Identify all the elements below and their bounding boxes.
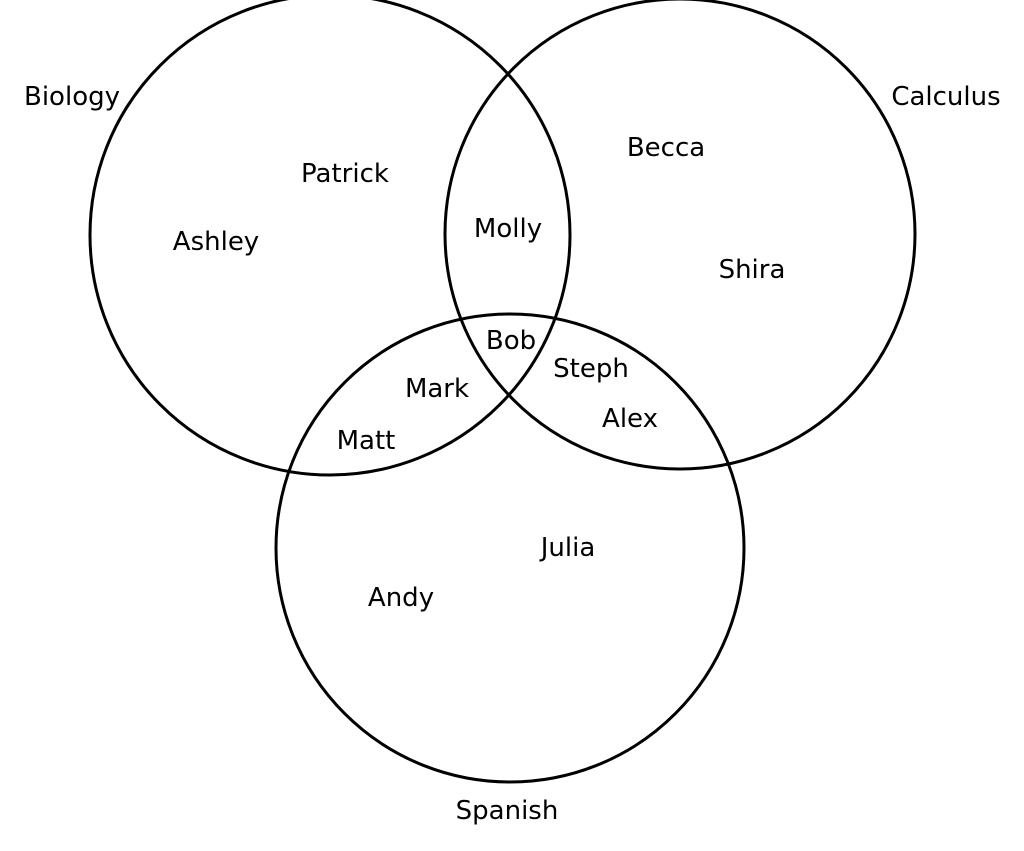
member-patrick: Patrick — [301, 159, 389, 189]
calculus-circle — [443, 0, 917, 471]
spanish-set-label: Spanish — [456, 796, 559, 826]
member-mark: Mark — [405, 374, 469, 404]
spanish-circle — [274, 312, 746, 784]
biology-circle — [88, 0, 572, 477]
member-steph: Steph — [553, 354, 629, 384]
member-becca: Becca — [627, 133, 705, 163]
biology-set-label: Biology — [24, 82, 120, 112]
member-molly: Molly — [474, 214, 542, 244]
member-ashley: Ashley — [173, 227, 259, 257]
member-andy: Andy — [368, 583, 434, 613]
member-alex: Alex — [602, 404, 658, 434]
member-julia: Julia — [539, 533, 596, 563]
member-shira: Shira — [719, 255, 786, 285]
calculus-set-label: Calculus — [891, 82, 1000, 112]
member-bob: Bob — [486, 326, 536, 356]
member-matt: Matt — [337, 426, 396, 456]
